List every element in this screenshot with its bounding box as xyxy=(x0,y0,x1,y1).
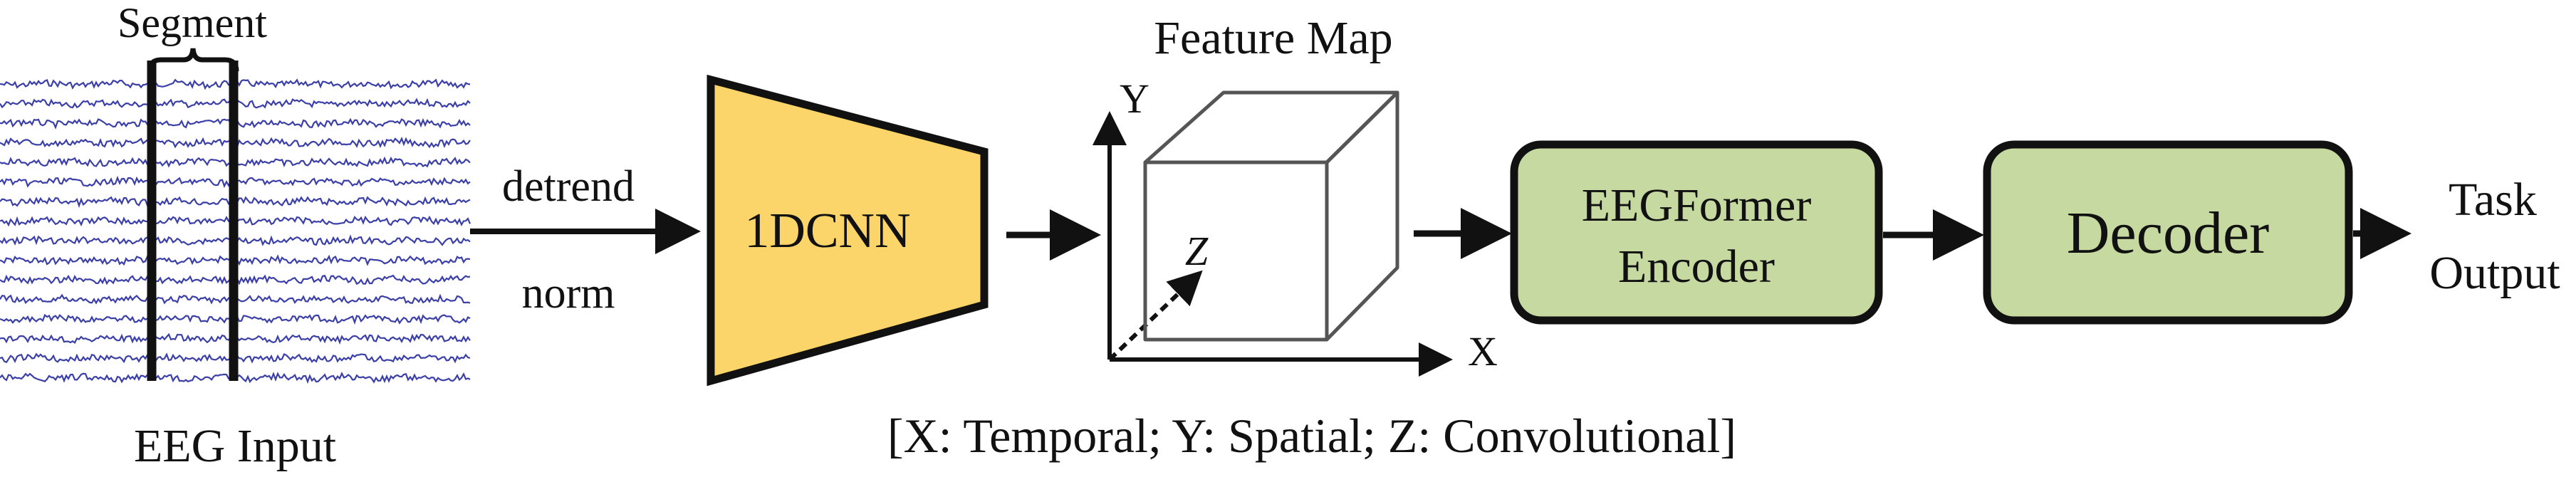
detrend-label: detrend xyxy=(502,162,635,211)
encoder-block xyxy=(1510,140,1883,325)
encoder-label-line1: EEGFormer xyxy=(1582,179,1812,231)
encoder-label-line2: Encoder xyxy=(1618,241,1775,293)
cnn-block xyxy=(706,74,989,387)
cnn-label: 1DCNN xyxy=(744,204,910,258)
output-label-line1: Task xyxy=(2449,174,2537,226)
axis-x-label: X xyxy=(1468,328,1498,374)
segment-window xyxy=(147,48,239,381)
axis-z xyxy=(1107,270,1203,362)
norm-label: norm xyxy=(522,269,615,318)
segment-label: Segment xyxy=(118,0,267,46)
axis-y-label: Y xyxy=(1120,75,1149,122)
eeg-input-label: EEG Input xyxy=(134,420,336,472)
feature-map-cube xyxy=(1143,90,1399,342)
output-label-line2: Output xyxy=(2429,247,2560,299)
decoder-block xyxy=(1983,140,2353,325)
segment-brace xyxy=(147,48,239,72)
axis-legend: [X: Temporal; Y: Spatial; Z: Convolution… xyxy=(887,409,1736,463)
feature-map-label: Feature Map xyxy=(1154,12,1392,64)
axis-z-label: Z xyxy=(1185,228,1209,274)
decoder-label: Decoder xyxy=(2067,200,2270,266)
